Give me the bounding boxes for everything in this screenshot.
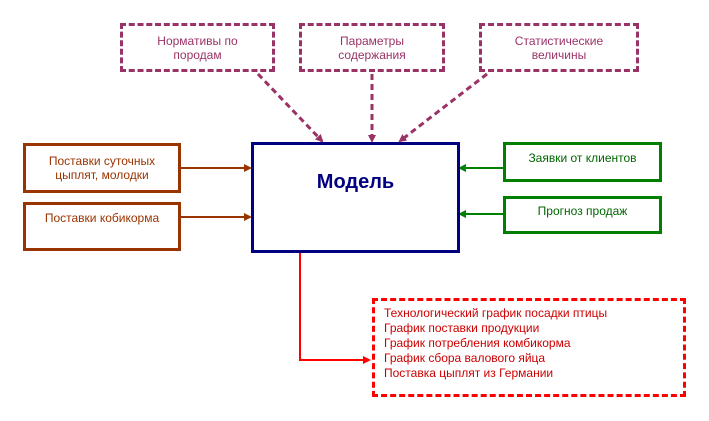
model-box: Модель [251, 142, 460, 253]
input-box-sales-forecast: Прогноз продаж [503, 196, 662, 234]
output-line: График сбора валового яйца [384, 351, 546, 365]
input-box-statistics: Статистические величины [479, 23, 639, 72]
arrow-output [299, 253, 371, 364]
input-box-chick-supply: Поставки суточных цыплят, молодки [23, 143, 181, 193]
input-chick-supply-label: Поставки суточных цыплят, молодки [48, 154, 156, 182]
input-box-client-orders: Заявки от клиентов [503, 142, 662, 182]
arrow-top-3 [398, 72, 488, 143]
input-sales-forecast-label: Прогноз продаж [537, 204, 628, 218]
model-title: Модель [316, 171, 395, 193]
input-parameters-label: Параметры содержания [338, 33, 406, 62]
input-client-orders-label: Заявки от клиентов [528, 151, 637, 165]
arrow-top-1 [256, 72, 324, 143]
output-line: Поставка цыплят из Германии [384, 366, 554, 380]
input-box-norms: Нормативы по породам [120, 23, 275, 72]
input-box-feed-supply: Поставки кобикорма [23, 202, 181, 251]
output-box: Технологический график посадки птицы Гра… [372, 298, 686, 397]
input-box-parameters: Параметры содержания [299, 23, 445, 72]
input-feed-supply-label: Поставки кобикорма [44, 211, 160, 225]
output-line: Технологический график посадки птицы [384, 306, 608, 320]
output-line: График поставки продукции [384, 321, 540, 335]
output-line: График потребления комбикорма [384, 336, 571, 350]
input-norms-label: Нормативы по породам [157, 33, 238, 62]
input-statistics-label: Статистические величины [514, 33, 604, 62]
